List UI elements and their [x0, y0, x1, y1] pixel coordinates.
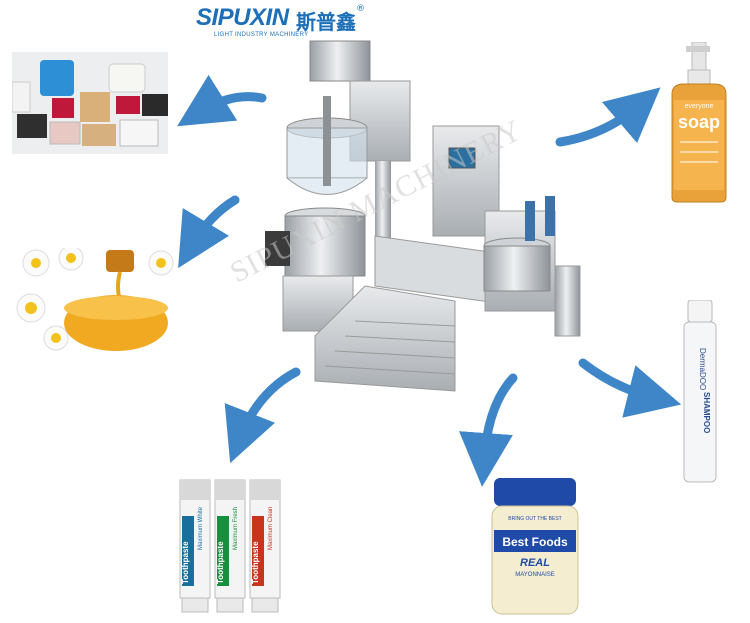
mayo-type-text: REAL	[520, 557, 550, 569]
mayo-sub-text: MAYONNAISE	[515, 572, 555, 578]
logo-subtitle: LIGHT INDUSTRY MACHINERY	[214, 32, 309, 38]
soap-brand-text: everyone	[685, 103, 714, 110]
logo-brand-text: SIPUXIN	[196, 4, 289, 31]
soap-bottle-image: everyone soap	[671, 42, 727, 203]
toothpaste-variant-1: Maximum White	[198, 506, 204, 550]
toothpaste-label-3: Toothpaste	[251, 541, 260, 584]
arrow-to-shampoo-icon	[578, 358, 682, 418]
toothpaste-variant-3: Maximum Clean	[268, 507, 274, 550]
mayonnaise-jar-image: BRING OUT THE BEST Best Foods REAL MAYON…	[491, 478, 579, 615]
shampoo-brand-text: DermaDOO	[698, 348, 707, 390]
arrow-to-soap-icon	[555, 87, 661, 147]
honey-daisies-image	[16, 248, 174, 354]
toothpaste-tubes-image: Toothpaste Maximum White Toothpaste Maxi…	[179, 479, 281, 613]
arrow-to-toothpaste-icon	[224, 367, 301, 464]
brand-logo: SIPUXIN 斯普鑫 ® LIGHT INDUSTRY MACHINERY	[196, 4, 366, 44]
toothpaste-label-1: Toothpaste	[181, 541, 190, 584]
toothpaste-variant-2: Maximum Fresh	[233, 507, 239, 550]
shampoo-bottle-image: DermaDOO SHAMPOO	[683, 300, 717, 483]
cosmetic-jars-image	[12, 52, 168, 154]
logo-chinese-text: 斯普鑫	[296, 10, 356, 34]
mayo-slogan-text: BRING OUT THE BEST	[508, 516, 561, 522]
arrow-to-honey-icon	[178, 195, 240, 269]
toothpaste-label-2: Toothpaste	[216, 541, 225, 584]
shampoo-label-text: SHAMPOO	[702, 392, 711, 433]
mayo-brand-text: Best Foods	[502, 535, 568, 549]
soap-name-text: soap	[678, 112, 720, 132]
arrow-to-mayonnaise-icon	[459, 373, 518, 487]
logo-registered-mark: ®	[356, 4, 365, 14]
arrow-to-jars-icon	[177, 74, 267, 127]
vacuum-mixer-machine-image	[265, 40, 581, 392]
